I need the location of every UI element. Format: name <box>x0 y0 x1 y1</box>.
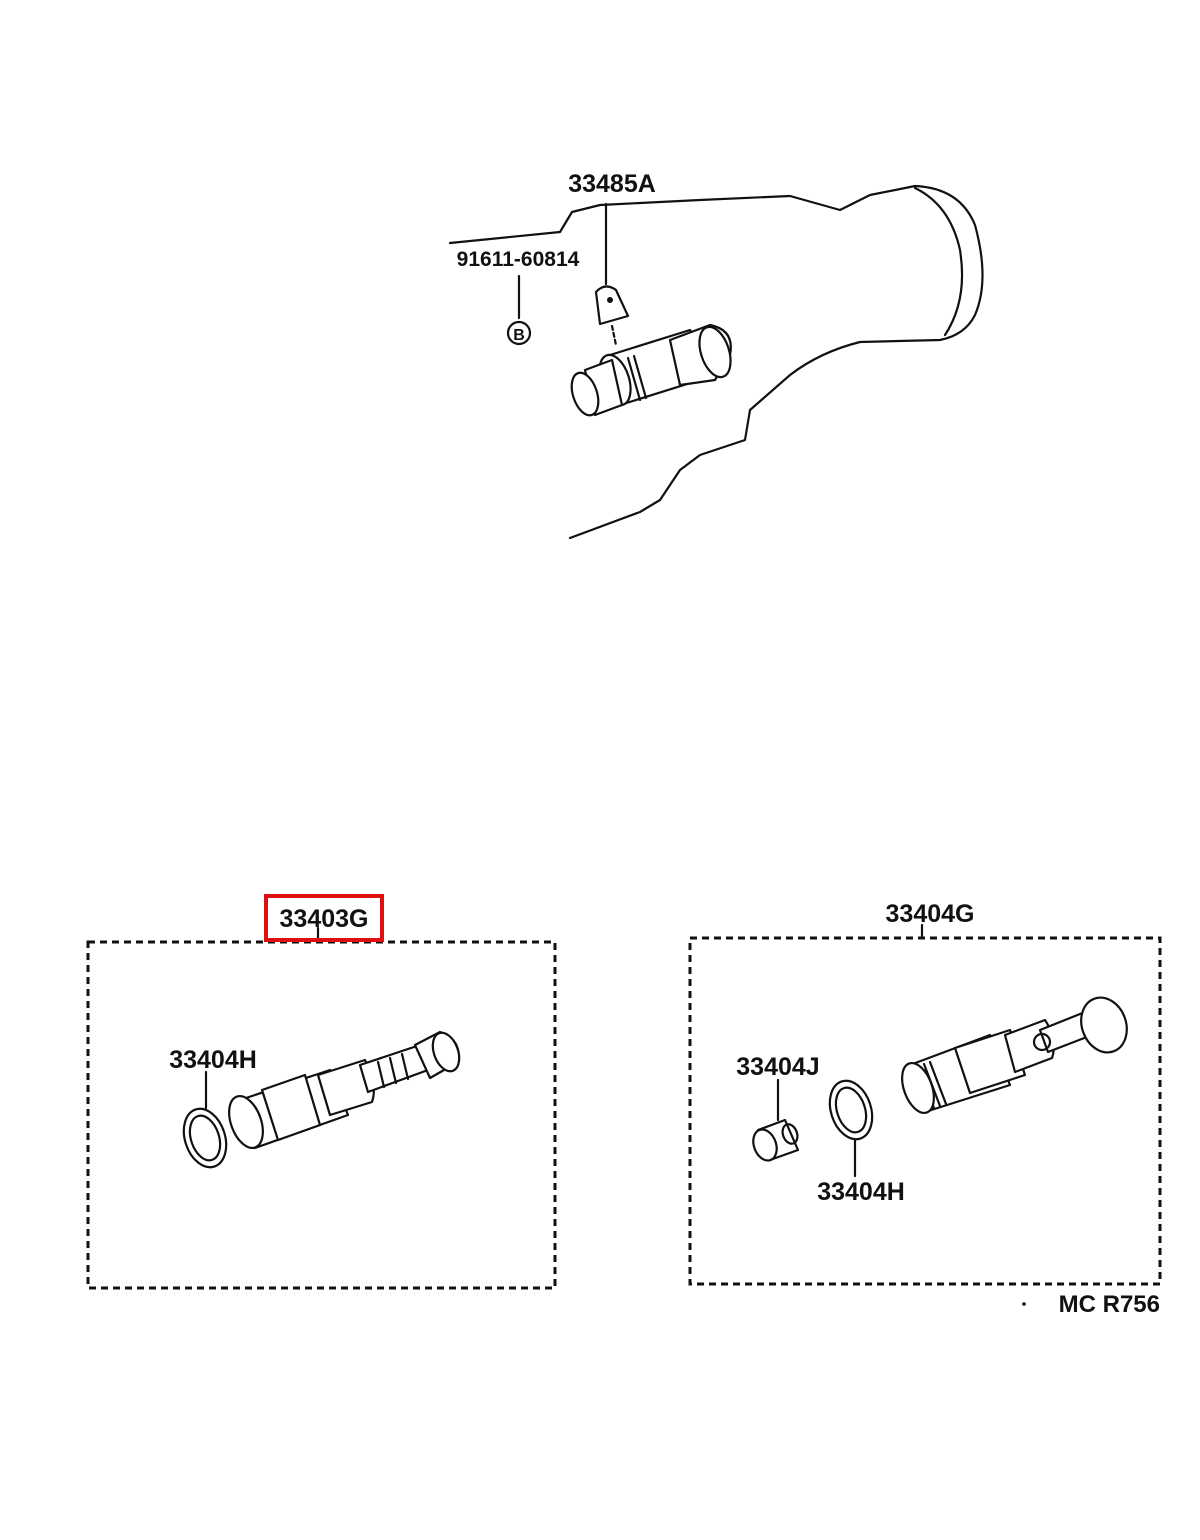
figure-code: MC R756 <box>1059 1291 1160 1318</box>
speedometer-driven-gear-right <box>901 996 1128 1114</box>
transmission-housing-outline <box>448 184 984 540</box>
label-left-group: 33403G <box>280 905 369 933</box>
label-upper-bolt: 91611-60814 <box>457 248 580 271</box>
label-upper-clip: 33485A <box>568 170 656 198</box>
sleeve-right <box>752 1078 800 1162</box>
label-right-oring: 33404H <box>817 1178 905 1206</box>
highlight-box <box>264 894 384 942</box>
label-right-group: 33404G <box>886 900 975 928</box>
o-ring-left <box>182 1070 228 1169</box>
right-group-box <box>688 936 1162 1286</box>
o-ring-right <box>828 1079 874 1178</box>
bolt-reference: B <box>506 274 532 346</box>
label-right-sleeve: 33404J <box>736 1053 819 1081</box>
ref-circle-letter: B <box>513 327 525 344</box>
speedometer-driven-gear-left <box>228 1030 461 1150</box>
speedometer-driven-gear-upper <box>570 323 732 417</box>
label-left-oring: 33404H <box>169 1046 257 1074</box>
lock-clip <box>594 202 630 347</box>
